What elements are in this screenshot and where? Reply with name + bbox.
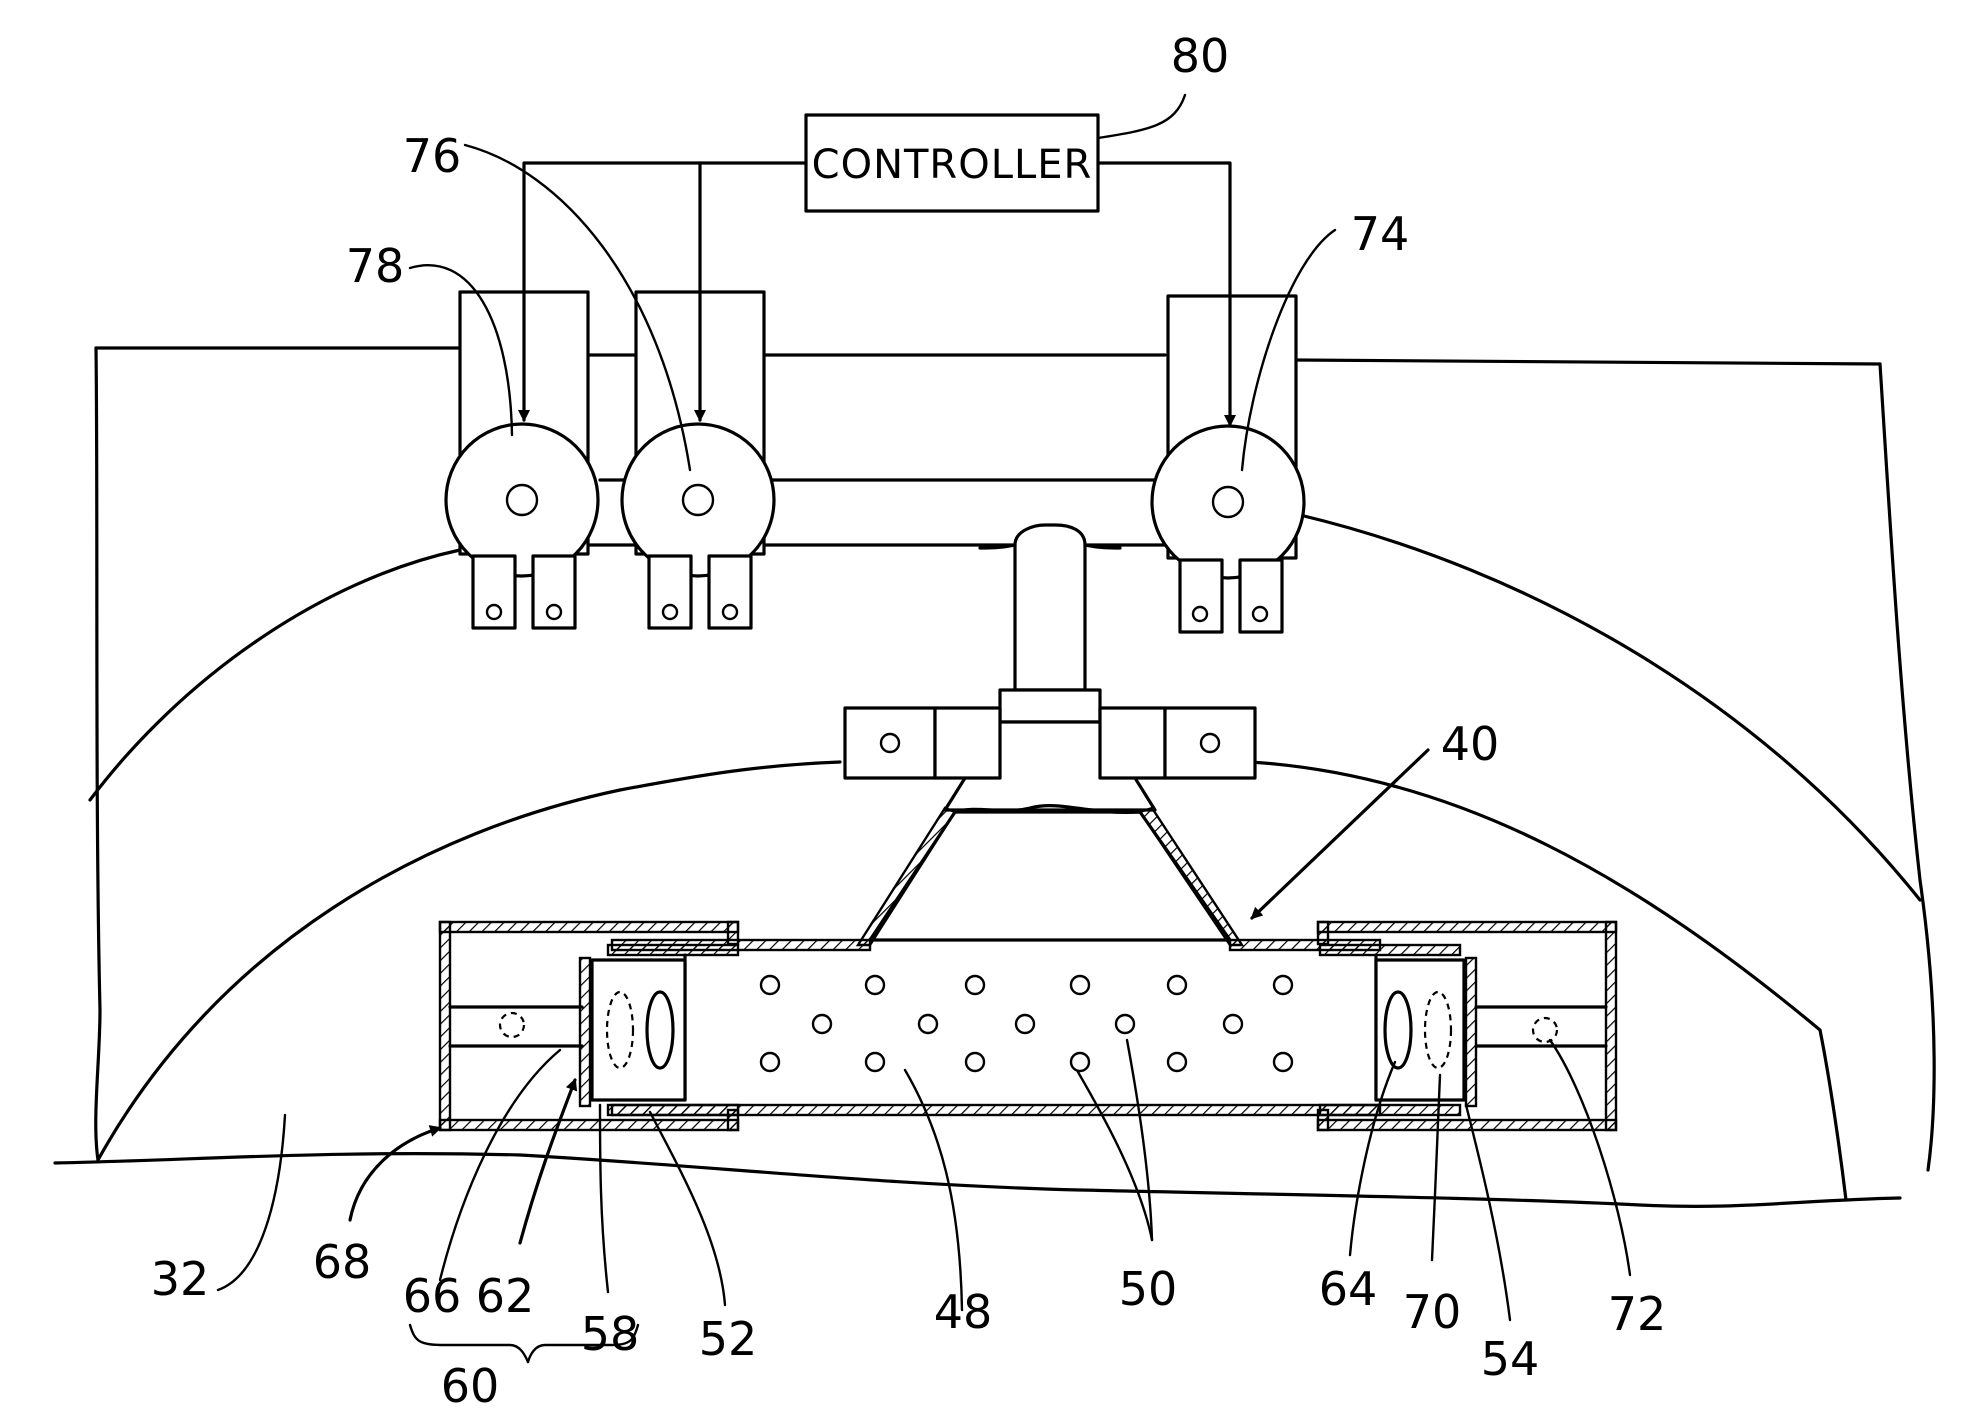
main-tube-48	[612, 940, 1380, 1115]
ref-48: 48	[934, 1285, 993, 1339]
ref-70: 70	[1403, 1285, 1462, 1339]
ref-50: 50	[1119, 1262, 1178, 1316]
valve-78	[446, 292, 598, 628]
valve-74	[1152, 296, 1304, 632]
ref-40: 40	[1441, 717, 1500, 771]
ref-32: 32	[151, 1252, 210, 1306]
ref-76: 76	[403, 129, 462, 183]
ref-66: 66	[403, 1269, 462, 1323]
ref-52: 52	[699, 1312, 758, 1366]
valve-76	[622, 292, 774, 628]
ref-72: 72	[1608, 1287, 1667, 1341]
fuel-nozzle-funnel	[858, 806, 1242, 945]
ref-54: 54	[1481, 1332, 1540, 1386]
ref-62: 62	[476, 1269, 535, 1323]
controller-label: CONTROLLER	[812, 142, 1093, 188]
ref-80: 80	[1171, 29, 1230, 83]
ref-68: 68	[313, 1235, 372, 1289]
ref-74: 74	[1351, 207, 1410, 261]
ref-78: 78	[346, 239, 405, 293]
ref-60: 60	[441, 1359, 500, 1413]
ref-58: 58	[581, 1307, 640, 1361]
ref-64: 64	[1319, 1262, 1378, 1316]
controller: CONTROLLER	[806, 115, 1098, 211]
